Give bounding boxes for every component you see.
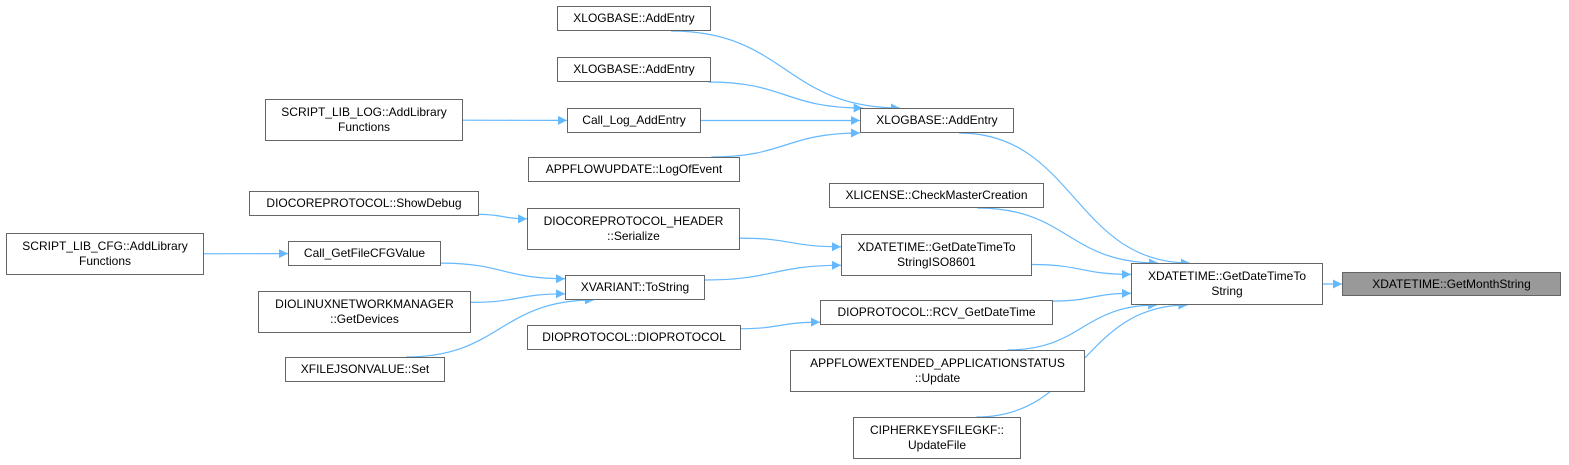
edge-xlogbase-addentry-main-to-getdatetimetostring	[959, 132, 1190, 268]
edge-diocoreprotocol-showdebug-to-diocoreprotocol-header-serialize	[478, 213, 528, 224]
node-script-lib-cfg[interactable]: SCRIPT_LIB_CFG::AddLibrary Functions	[6, 233, 204, 275]
edge-dioprotocol-dioprotocol-to-dioprotocol-rcv-getdatetime	[740, 317, 821, 330]
node-call-log-addentry[interactable]: Call_Log_AddEntry	[567, 108, 701, 133]
node-appflowupdate-logofevent[interactable]: APPFLOWUPDATE::LogOfEvent	[528, 157, 740, 182]
edge-getdatetimetostringiso8601-to-getdatetimetostring	[1031, 263, 1132, 279]
node-xlogbase-addentry-main[interactable]: XLOGBASE::AddEntry	[860, 108, 1014, 133]
node-getmonthstring: XDATETIME::GetMonthString	[1342, 272, 1561, 296]
edge-diocoreprotocol-header-serialize-to-getdatetimetostringiso8601	[739, 237, 842, 252]
node-diocoreprotocol-showdebug[interactable]: DIOCOREPROTOCOL::ShowDebug	[249, 191, 479, 216]
node-dioprotocol-rcv-getdatetime[interactable]: DIOPROTOCOL::RCV_GetDateTime	[820, 300, 1053, 325]
edge-call-getfilecfgvalue-to-xvariant-tostring	[440, 262, 566, 284]
edge-xvariant-tostring-to-getdatetimetostringiso8601	[704, 260, 842, 281]
node-appflowextended-update[interactable]: APPFLOWEXTENDED_APPLICATIONSTATUS ::Upda…	[790, 350, 1085, 392]
edge-xlogbase-addentry-second-to-xlogbase-addentry-main	[708, 81, 863, 113]
edge-dioprotocol-rcv-getdatetime-to-getdatetimetostring	[1052, 288, 1132, 302]
node-xlogbase-addentry-top[interactable]: XLOGBASE::AddEntry	[557, 6, 711, 31]
edge-diolinuxnetworkmanager-getdevices-to-xvariant-tostring	[470, 289, 566, 303]
node-call-getfilecfgvalue[interactable]: Call_GetFileCFGValue	[288, 241, 441, 266]
node-diolinuxnetworkmanager-getdevices[interactable]: DIOLINUXNETWORKMANAGER ::GetDevices	[258, 291, 471, 333]
node-xlogbase-addentry-second[interactable]: XLOGBASE::AddEntry	[557, 57, 711, 82]
node-script-lib-log[interactable]: SCRIPT_LIB_LOG::AddLibrary Functions	[265, 99, 463, 141]
node-xfilejsonvalue-set[interactable]: XFILEJSONVALUE::Set	[285, 357, 445, 382]
edge-appflowextended-update-to-getdatetimetostring	[1007, 300, 1158, 351]
edge-appflowupdate-logofevent-to-xlogbase-addentry-main	[711, 128, 861, 158]
node-dioprotocol-dioprotocol[interactable]: DIOPROTOCOL::DIOPROTOCOL	[527, 325, 741, 350]
node-getdatetimetostringiso8601[interactable]: XDATETIME::GetDateTimeTo StringISO8601	[841, 234, 1032, 276]
node-getdatetimetostring[interactable]: XDATETIME::GetDateTimeTo String	[1131, 263, 1323, 305]
node-xlicense-checkmastercreation[interactable]: XLICENSE::CheckMasterCreation	[829, 183, 1044, 208]
edge-xfilejsonvalue-set-to-xvariant-tostring	[406, 295, 594, 358]
node-xvariant-tostring[interactable]: XVARIANT::ToString	[565, 275, 705, 300]
edge-xlicense-checkmastercreation-to-getdatetimetostring	[977, 207, 1159, 268]
node-diocoreprotocol-header-serialize[interactable]: DIOCOREPROTOCOL_HEADER ::Serialize	[527, 208, 740, 250]
node-cipherkeysfilegkf-updatefile[interactable]: CIPHERKEYSFILEGKF:: UpdateFile	[853, 417, 1021, 459]
